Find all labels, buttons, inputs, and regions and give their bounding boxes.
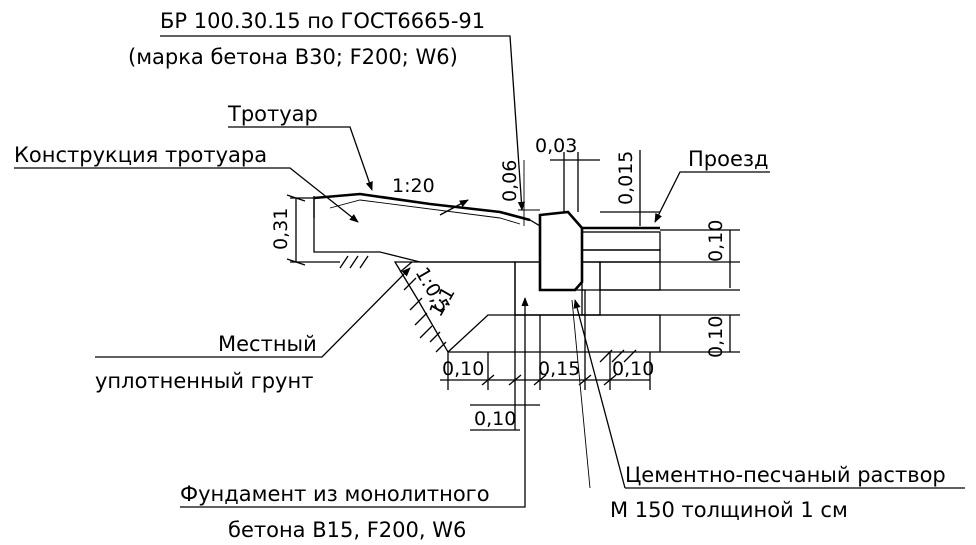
dim-h-0015: 0,015 <box>615 151 637 205</box>
sidewalk-construction-label: Конструкция тротуара <box>14 143 267 167</box>
mortar-label-line2: М 150 толщиной 1 см <box>610 498 848 522</box>
dim-h-010-top: 0,10 <box>705 220 727 262</box>
dim-h-010-bottom: 0,10 <box>705 316 727 358</box>
dim-h-031: 0,31 <box>270 208 292 250</box>
dimension-lines <box>286 150 740 431</box>
ground-ticks <box>339 255 637 363</box>
curb-stone <box>538 210 584 292</box>
soil-label-line1: Местный <box>218 332 317 356</box>
dim-w-003: 0,03 <box>535 135 577 157</box>
sidewalk-construction-body <box>313 192 541 263</box>
foundation-label-line1: Фундамент из монолитного <box>180 482 490 506</box>
roadway-layers <box>581 226 661 316</box>
dim-w-010-left: 0,10 <box>442 358 484 380</box>
curb-label-line2: (марка бетона В30; F200; W6) <box>128 45 458 69</box>
foundation-label-line2: бетона В15, F200, W6 <box>228 518 466 542</box>
curb-label-line1: БР 100.30.15 по ГОСТ6665-91 <box>160 9 485 33</box>
labels: БР 100.30.15 по ГОСТ6665-91 (марка бетон… <box>14 9 946 542</box>
leaders <box>14 35 965 508</box>
roadway-label: Проезд <box>688 147 769 171</box>
soil-label-line2: уплотненный грунт <box>95 369 313 393</box>
dim-w-015: 0,15 <box>538 358 580 380</box>
dim-w-010-right: 0,10 <box>612 358 654 380</box>
dimension-texts: 1:20 0,31 0,06 0,03 0,015 0,10 0,10 1:0,… <box>270 135 727 430</box>
mortar-label-line1: Цементно-песчаный раствор <box>625 463 946 487</box>
dim-w-010-lower: 0,10 <box>474 408 516 430</box>
sidewalk-label: Тротуар <box>227 102 318 126</box>
slope-label: 1:20 <box>392 175 435 197</box>
dim-h-006: 0,06 <box>499 160 521 202</box>
